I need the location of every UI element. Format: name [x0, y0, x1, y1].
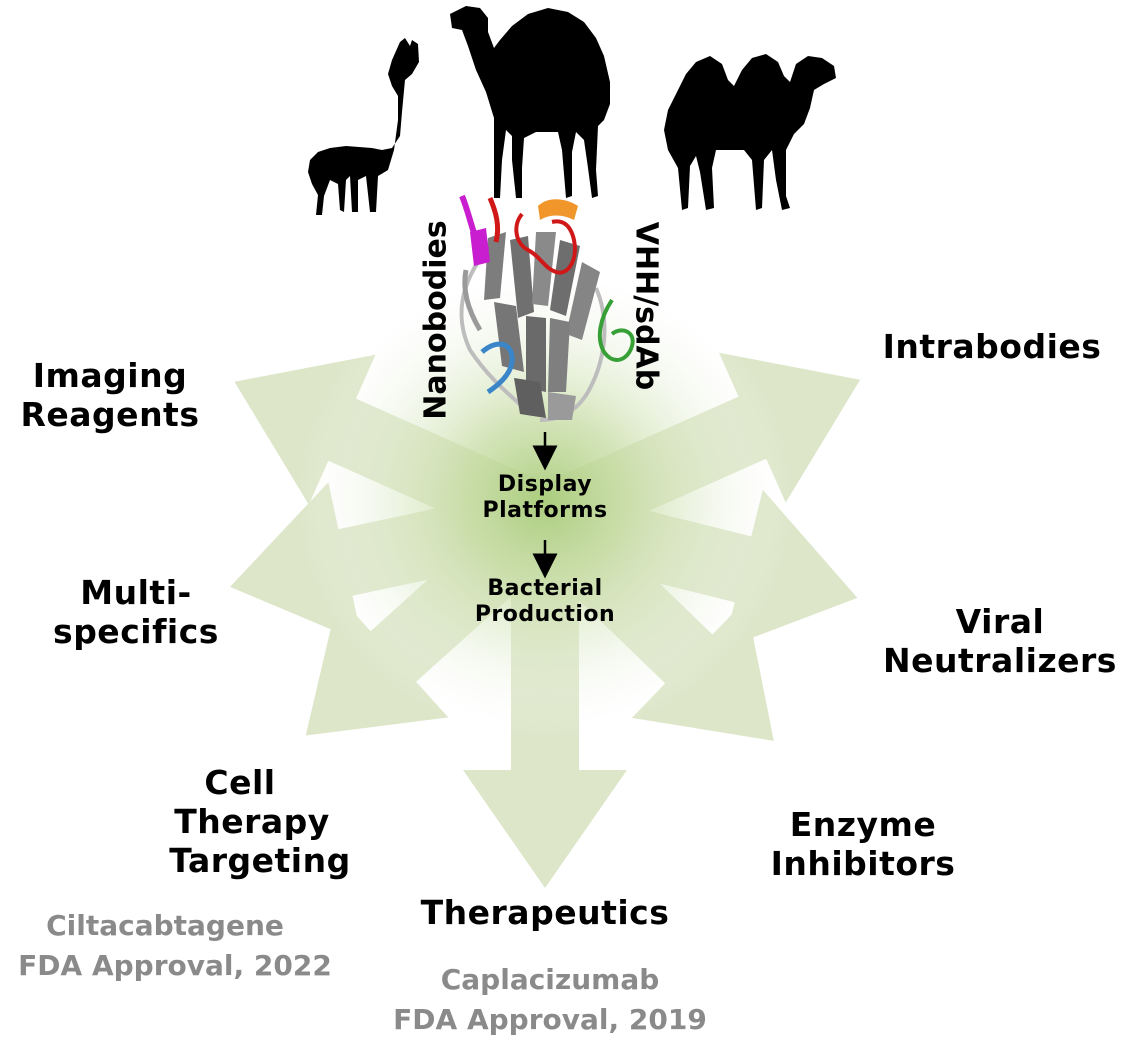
- cell-therapy-targeting-label: Cell Therapy Targeting: [169, 763, 351, 880]
- nanobody-structure: [459, 194, 635, 422]
- center-glow: [295, 260, 795, 740]
- viral-neutralizers-label: Viral Neutralizers: [883, 602, 1117, 680]
- enzyme-inhibitors-label: Enzyme Inhibitors: [770, 805, 956, 883]
- caplacizumab-approval-label: Caplacizumab FDA Approval, 2019: [393, 963, 707, 1036]
- intrabodies-label: Intrabodies: [882, 327, 1102, 366]
- display-platforms-label: Display Platforms: [482, 472, 608, 523]
- llama-silhouette: [308, 38, 419, 215]
- bactrian-camel-silhouette: [664, 54, 836, 210]
- therapeutics-label: Therapeutics: [420, 893, 670, 932]
- imaging-reagents-label: Imaging Reagents: [20, 356, 200, 434]
- dromedary-camel-silhouette: [450, 6, 610, 198]
- bacterial-production-label: Bacterial Production: [474, 576, 616, 627]
- multispecifics-label: Multi- specifics: [53, 573, 219, 651]
- vhh-sdab-text: VHH/sdAb: [628, 221, 664, 391]
- nanobodies-text: Nanobodies: [418, 220, 454, 420]
- ciltacabtagene-approval-label: Ciltacabtagene FDA Approval, 2022: [18, 909, 332, 982]
